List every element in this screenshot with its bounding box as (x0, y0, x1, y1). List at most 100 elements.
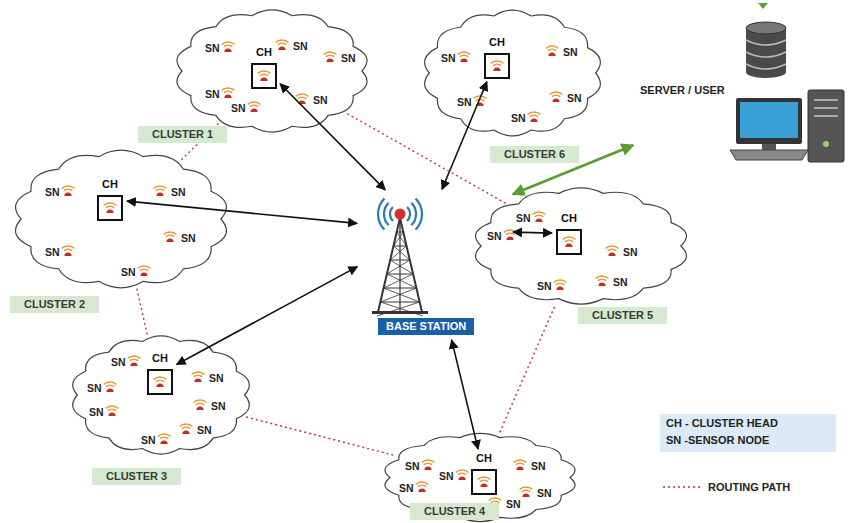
routing-path (246, 417, 394, 455)
sensor-node-label: SN (510, 112, 527, 124)
sensor-node-label: SN (536, 280, 553, 292)
sensor-node-label: SN (530, 460, 547, 472)
legend-label: CH - CLUSTER HEAD (666, 417, 778, 430)
sensor-icon (520, 487, 533, 497)
routing-path (137, 289, 147, 335)
base-station-label: BASE STATION (378, 318, 474, 335)
server-label: SERVER / USER (640, 84, 725, 97)
routing-path (500, 304, 556, 432)
cluster-cloud: CLUSTER 5SNSNSNSNSNCH (470, 186, 692, 306)
cluster-label: CLUSTER 1 (138, 126, 227, 143)
sensor-node-label: SN (566, 92, 583, 104)
sensor-icon (546, 46, 559, 56)
cluster-head-box (471, 469, 497, 495)
sensor-icon (456, 470, 469, 480)
base-station: BASE STATION (360, 192, 510, 337)
cluster-head-label: CH (470, 452, 498, 465)
cluster-label: CLUSTER 5 (578, 307, 667, 324)
sensor-node-label: SN (622, 246, 639, 258)
sensor-icon (491, 61, 504, 71)
cluster-cloud: CLUSTER 2SNSNSNSNSNCH (10, 148, 232, 290)
sensor-icon (222, 88, 235, 98)
cluster-head: CH (250, 46, 278, 89)
cluster-head: CH (96, 178, 124, 221)
sensor-icon (422, 460, 435, 470)
sensor-icon (606, 246, 619, 256)
sensor-node-label: SN (44, 246, 61, 258)
sensor-node-label: SN (110, 356, 127, 368)
sensor-icon (192, 372, 205, 382)
sensor-icon (533, 212, 546, 222)
sensor-icon (563, 237, 576, 247)
cluster-cloud: CLUSTER 3SNSNSNSNSNSNSNCH (68, 334, 254, 456)
cluster-label: CLUSTER 3 (92, 468, 181, 485)
sensor-icon (554, 280, 567, 290)
tower-icon (360, 192, 440, 317)
cluster-head: CH (555, 212, 583, 255)
cluster-head-box (251, 63, 277, 89)
sensor-icon (458, 52, 471, 62)
server-user: SERVER / USER (636, 18, 848, 168)
sensor-icon (62, 246, 75, 256)
sensor-icon (222, 42, 235, 52)
sensor-node-label: SN (86, 382, 103, 394)
cluster-head-label: CH (250, 46, 278, 59)
sensor-node-label: SN (120, 266, 137, 278)
sensor-node-label: SN (292, 40, 309, 52)
cluster-label: CLUSTER 2 (10, 296, 99, 313)
link-arrow (452, 340, 478, 449)
cluster-head-label: CH (96, 178, 124, 191)
sensor-node-label: SN (196, 424, 213, 436)
sensor-node-label: SN (88, 406, 105, 418)
sensor-node-label: SN (170, 186, 187, 198)
cluster-cloud: CLUSTER 4SNSNSNSNSNSNCH (380, 432, 580, 523)
sensor-icon (154, 377, 167, 387)
sensor-node-label: SN (140, 434, 157, 446)
sensor-icon (106, 406, 119, 416)
sensor-icon (528, 112, 541, 122)
sensor-icon (474, 96, 487, 106)
sensor-node-label: SN (204, 42, 221, 54)
sensor-node-label: SN (456, 96, 473, 108)
sensor-icon (324, 52, 337, 62)
sensor-icon (514, 460, 527, 470)
cluster-head: CH (146, 352, 174, 395)
sensor-icon (138, 266, 151, 276)
sensor-node-label: SN (562, 46, 579, 58)
sensor-node-label: SN (398, 482, 415, 494)
sensor-icon (194, 400, 207, 410)
sensor-icon (550, 92, 563, 102)
sensor-icon (478, 477, 491, 487)
sensor-icon (128, 356, 141, 366)
sensor-node-label: SN (404, 460, 421, 472)
cluster-head-box (556, 229, 582, 255)
cluster-head: CH (470, 452, 498, 495)
sensor-node-label: SN (440, 52, 457, 64)
sensor-node-label: SN (486, 230, 503, 242)
sensor-icon (104, 203, 117, 213)
cluster-cloud: CLUSTER 1SNSNSNSNSNSNCH (172, 8, 372, 134)
cluster-head-label: CH (483, 36, 511, 49)
link-arrow (177, 267, 358, 365)
sensor-icon (258, 71, 271, 81)
sensor-icon (180, 424, 193, 434)
sensor-icon (296, 94, 309, 104)
legend-routing-sample (660, 480, 704, 494)
cluster-head-box (97, 195, 123, 221)
sensor-icon (154, 186, 167, 196)
cluster-head-label: CH (555, 212, 583, 225)
sensor-node-label: SN (204, 88, 221, 100)
sensor-node-label: SN (208, 372, 225, 384)
sensor-node-label: SN (505, 498, 522, 510)
cluster-head-label: CH (146, 352, 174, 365)
legend-label: ROUTING PATH (708, 481, 790, 494)
sensor-icon (276, 40, 289, 50)
sensor-icon (104, 382, 117, 392)
sensor-icon (248, 102, 261, 112)
cluster-head: CH (483, 36, 511, 79)
sensor-icon (158, 434, 171, 444)
sensor-node-label: SN (230, 102, 247, 114)
sensor-node-label: SN (515, 212, 532, 224)
sensor-icon (416, 482, 429, 492)
sensor-node-label: SN (180, 232, 197, 244)
